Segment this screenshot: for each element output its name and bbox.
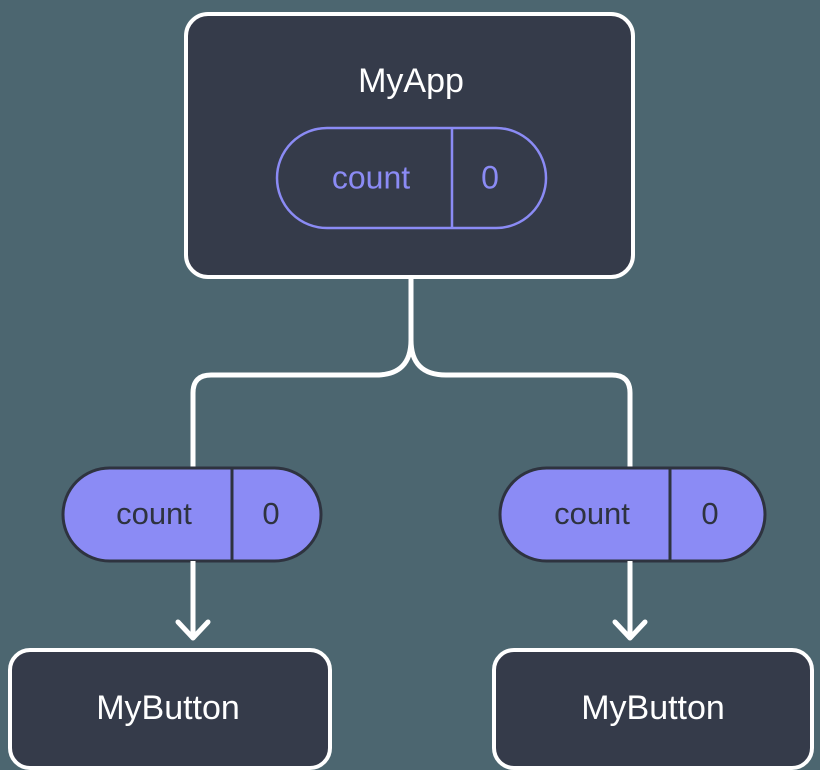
arrow-left (175, 561, 211, 641)
node-mybutton-right[interactable]: MyButton (492, 648, 814, 770)
connector-branch-right (408, 337, 633, 473)
prop-pill-left-key: count (116, 496, 192, 531)
node-myapp-box[interactable] (184, 12, 635, 279)
prop-pill-right-value: 0 (701, 496, 718, 531)
state-pill-myapp[interactable]: count 0 (275, 126, 548, 230)
node-mybutton-left-label: MyButton (96, 689, 240, 727)
node-mybutton-left[interactable]: MyButton (8, 648, 332, 770)
prop-pill-left-value: 0 (262, 496, 279, 531)
prop-pill-right[interactable]: count 0 (498, 466, 767, 563)
node-myapp-label: MyApp (358, 62, 464, 100)
node-mybutton-right-box[interactable] (492, 648, 814, 770)
arrow-right-head-icon (612, 619, 648, 641)
connector-branch-left (190, 337, 414, 473)
state-pill-myapp-key: count (332, 159, 410, 195)
prop-pill-right-key: count (554, 496, 630, 531)
node-myapp[interactable]: MyApp count 0 (184, 12, 635, 279)
node-mybutton-left-box[interactable] (8, 648, 332, 770)
prop-pill-left[interactable]: count 0 (61, 466, 323, 563)
node-mybutton-right-label: MyButton (581, 689, 725, 727)
state-pill-myapp-value: 0 (481, 159, 499, 195)
arrow-left-head-icon (175, 619, 211, 641)
arrow-right (612, 561, 648, 641)
state-pill-myapp-shape[interactable] (275, 126, 548, 230)
prop-pill-right-shape[interactable] (498, 466, 767, 563)
prop-pill-left-shape[interactable] (61, 466, 323, 563)
connector-group (190, 274, 633, 473)
